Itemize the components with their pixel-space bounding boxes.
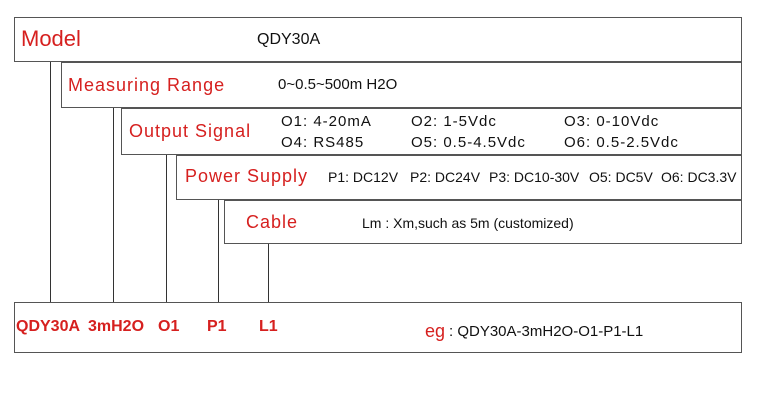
measuring-range-row: Measuring Range 0~0.5~500m H2O	[61, 62, 742, 108]
connector-power	[218, 200, 219, 302]
code-range: 3mH2O	[88, 318, 145, 335]
output-option-o5: O5: 0.5-4.5Vdc	[411, 134, 526, 151]
power-option-o6: O6: DC3.3V	[661, 169, 737, 185]
power-supply-row: Power Supply P1: DC12V P2: DC24V P3: DC1…	[176, 155, 742, 200]
connector-range	[113, 108, 114, 302]
measuring-range-label: Measuring Range	[68, 75, 226, 95]
code-model: QDY30A	[16, 318, 81, 335]
measuring-range-value: 0~0.5~500m H2O	[278, 76, 398, 93]
power-option-p2: P2: DC24V	[410, 169, 481, 185]
model-row: Model QDY30A	[14, 17, 742, 62]
code-output: O1	[158, 318, 180, 335]
power-supply-label: Power Supply	[185, 166, 309, 186]
order-code-row	[14, 302, 742, 353]
model-label: Model	[21, 26, 81, 51]
cable-value: Lm : Xm,such as 5m (customized)	[362, 215, 574, 231]
connector-model	[50, 62, 51, 302]
output-option-o4: O4: RS485	[281, 134, 365, 151]
output-signal-label: Output Signal	[129, 121, 252, 141]
code-power: P1	[207, 318, 227, 335]
example-label: eg	[425, 321, 446, 341]
output-signal-row: Output Signal O1: 4-20mA O2: 1-5Vdc O3: …	[121, 108, 742, 155]
output-option-o6: O6: 0.5-2.5Vdc	[564, 134, 679, 151]
output-option-o2: O2: 1-5Vdc	[411, 113, 497, 130]
cable-row: Cable Lm : Xm,such as 5m (customized)	[224, 200, 742, 244]
power-option-o5: O5: DC5V	[589, 169, 653, 185]
example-value: : QDY30A-3mH2O-O1-P1-L1	[449, 323, 644, 340]
cable-label: Cable	[246, 212, 299, 232]
output-option-o3: O3: 0-10Vdc	[564, 113, 660, 130]
model-value: QDY30A	[257, 31, 321, 48]
connector-cable	[268, 244, 269, 302]
code-cable: L1	[259, 318, 278, 335]
output-option-o1: O1: 4-20mA	[281, 113, 372, 130]
power-option-p3: P3: DC10-30V	[489, 169, 580, 185]
connector-output	[166, 155, 167, 302]
power-option-p1: P1: DC12V	[328, 169, 399, 185]
